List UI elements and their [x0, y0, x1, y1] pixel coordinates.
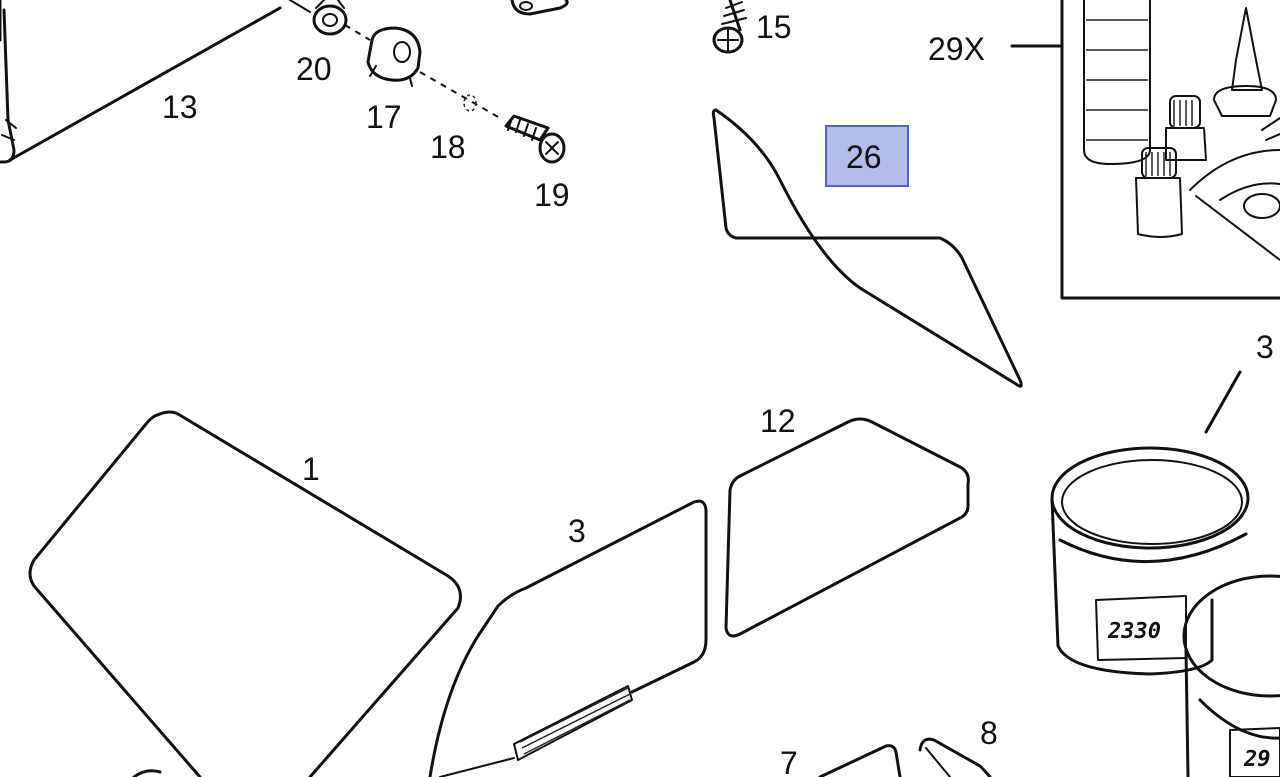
highlight-box-26[interactable]	[825, 125, 909, 187]
part-17-clip	[344, 24, 422, 87]
jar-2-label: 29	[1243, 747, 1271, 772]
label-1: 1	[302, 451, 320, 487]
part-12-glass	[724, 417, 970, 638]
label-3: 3	[568, 513, 586, 549]
label-15: 15	[756, 9, 792, 45]
leader-jar	[1204, 370, 1242, 434]
part-top-fragment	[510, 0, 569, 16]
part-8-fragment	[918, 737, 992, 777]
part-18-washer	[419, 71, 501, 119]
label-18: 18	[430, 129, 466, 165]
part-13-rod	[0, 0, 282, 164]
label-29x: 29X	[928, 31, 985, 67]
part-15-screw	[712, 0, 747, 54]
part-7-fragment	[818, 744, 902, 777]
label-7: 7	[780, 745, 798, 777]
label-12: 12	[760, 403, 796, 439]
part-20-nut	[289, 0, 348, 36]
label-8: 8	[980, 715, 998, 751]
label-3-jar: 3	[1256, 329, 1274, 365]
part-26-glass	[711, 108, 1023, 388]
label-17: 17	[366, 99, 402, 135]
jar-1-label: 2330	[1107, 619, 1161, 644]
label-26: 26	[846, 139, 882, 175]
part-29x-kit	[1010, 0, 1280, 300]
part-jar-2: 29	[1182, 574, 1280, 777]
part-jar-1: 2330	[1050, 446, 1250, 676]
label-13: 13	[162, 89, 198, 125]
label-20: 20	[296, 51, 332, 87]
part-bottom-left-fragment	[132, 769, 162, 777]
part-3-glass	[428, 499, 708, 777]
part-1-windshield	[28, 410, 462, 777]
part-19-screw	[504, 114, 566, 164]
label-19: 19	[534, 177, 570, 213]
